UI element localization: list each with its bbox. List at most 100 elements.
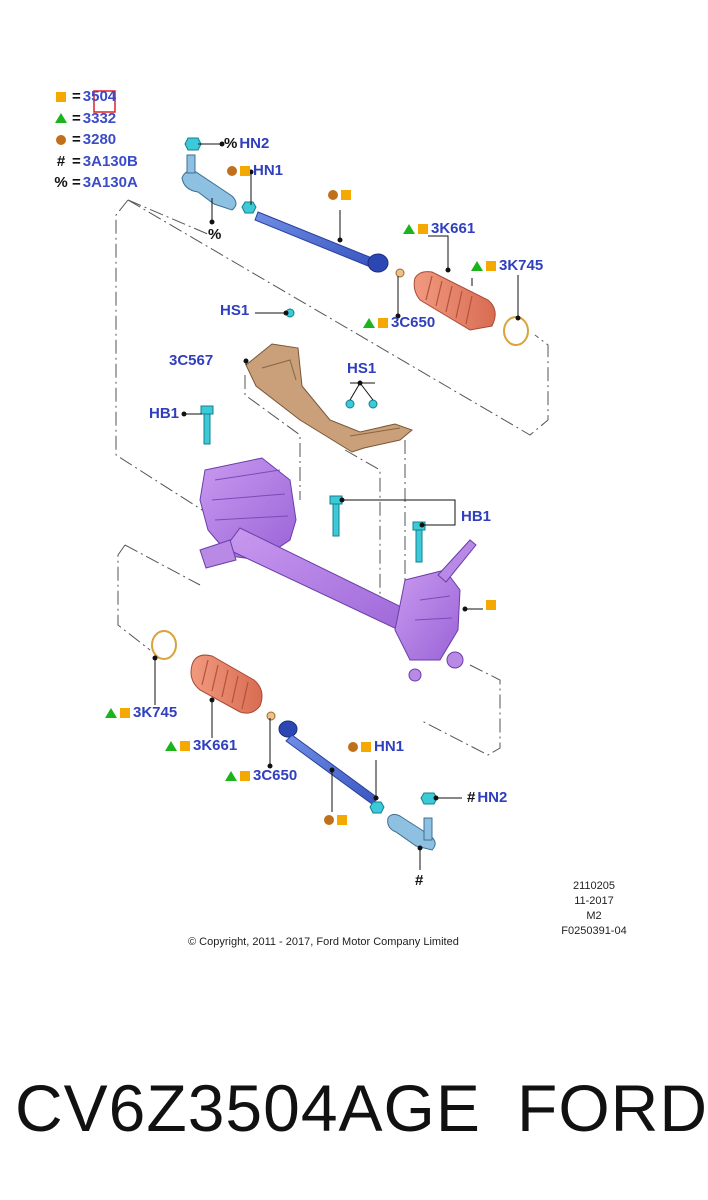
label-hn1-bottom: HN1 (348, 738, 404, 755)
square-icon (341, 190, 351, 200)
label-3k661-top: 3K661 (403, 220, 475, 237)
square-icon (486, 600, 496, 610)
label-code: 3C650 (253, 767, 298, 784)
square-icon (240, 770, 250, 781)
square-icon (486, 260, 496, 271)
label-code: 3C650 (391, 314, 436, 331)
heat-shield (245, 343, 413, 453)
boot-bottom (151, 630, 276, 721)
legend-row-percent: % = 3A130A (50, 172, 138, 194)
meta-line: 11-2017 (574, 895, 614, 907)
inner-tie-rod-bottom (278, 720, 379, 805)
percent-icon: % (54, 174, 68, 191)
meta-line: F0250391-04 (561, 925, 627, 937)
assembly-outline-top (115, 199, 549, 516)
triangle-icon (363, 317, 375, 328)
label-hs1-left: HS1 (220, 302, 250, 319)
tie-rod-end-bottom (387, 813, 436, 851)
label-code: 3K661 (431, 220, 476, 237)
label-hn1-top: HN1 (227, 162, 283, 179)
legend-eq: = (72, 109, 81, 127)
tie-rod-end-top (181, 154, 237, 211)
screw-hs1-mid-a (345, 399, 355, 409)
square-icon (50, 91, 72, 102)
label-square-rack (486, 600, 497, 610)
nut-hn1-bottom (369, 801, 385, 814)
triangle-icon (225, 770, 237, 781)
label-prefix: % (224, 135, 238, 152)
triangle-icon (471, 260, 483, 271)
square-icon (120, 707, 130, 718)
label-prefix: # (467, 789, 476, 806)
legend-code: 3332 (82, 109, 117, 127)
label-code: HN1 (374, 738, 405, 755)
label-3k661-bottom: 3K661 (165, 737, 237, 754)
label-3k745-bottom: 3K745 (105, 704, 177, 721)
square-icon (378, 317, 388, 328)
label-hb1-right: HB1 (461, 508, 492, 525)
legend: = 3504 = 3332 = 3280 # = 3A130B % = 3A13… (50, 86, 138, 194)
legend-code: 3A130A (82, 174, 138, 191)
hash-icon: # (56, 152, 66, 170)
legend-row-square: = 3504 (50, 86, 138, 108)
label-hs1-mid: HS1 (347, 360, 377, 377)
square-icon (180, 740, 190, 751)
triangle-icon (403, 223, 415, 234)
dot-icon (348, 741, 358, 752)
square-icon (240, 165, 250, 176)
legend-row-hash: # = 3A130B (50, 151, 138, 173)
label-hash-mark: # (415, 872, 424, 889)
drawing-metadata: 2110205 11-2017 M2 F0250391-04 (556, 879, 632, 939)
square-icon (337, 815, 347, 825)
boot-top (413, 271, 529, 346)
label-dot-square-top (328, 190, 352, 200)
label-hb1-left: HB1 (149, 405, 180, 422)
meta-line: M2 (586, 910, 602, 922)
bolt-hb1-right (412, 521, 426, 563)
bolt-hb1-left (200, 405, 214, 445)
highlight-box (93, 90, 116, 113)
meta-line: 2110205 (572, 880, 615, 892)
inner-tie-rod-top (254, 211, 405, 278)
label-code: HN2 (239, 135, 270, 152)
label-hn2-top: %HN2 (224, 135, 269, 152)
triangle-icon (105, 707, 117, 718)
dot-icon (50, 134, 72, 145)
nut-hn2-bottom (420, 792, 438, 805)
label-percent-mark: % (208, 226, 222, 243)
legend-eq: = (72, 174, 81, 191)
label-3c650-bottom: 3C650 (225, 767, 297, 784)
square-icon (418, 223, 428, 234)
label-3c567: 3C567 (169, 352, 214, 369)
label-code: HN2 (477, 789, 508, 806)
label-code: 3K745 (133, 704, 178, 721)
label-code: 3K745 (499, 257, 544, 274)
legend-code: 3A130B (82, 152, 138, 170)
copyright-text: © Copyright, 2011 - 2017, Ford Motor Com… (188, 936, 459, 948)
triangle-icon (50, 113, 72, 124)
nut-hn1-top (241, 201, 257, 214)
shield-outline (244, 375, 406, 600)
label-3k745-top: 3K745 (471, 257, 543, 274)
assembly-outline-bottom (117, 544, 501, 756)
dot-icon (328, 190, 338, 200)
label-code: HN1 (253, 162, 284, 179)
dot-icon (324, 815, 334, 825)
leader-dots (152, 141, 521, 851)
part-number: CV6Z3504AGE (15, 1071, 481, 1145)
screw-hs1-mid-b (368, 399, 378, 409)
steering-rack (199, 457, 477, 682)
legend-code: 3280 (82, 131, 117, 148)
label-dot-square-bottom (324, 815, 348, 825)
legend-row-triangle: = 3332 (50, 108, 138, 130)
dot-icon (227, 165, 237, 176)
label-code: 3K661 (193, 737, 238, 754)
legend-eq: = (72, 88, 81, 105)
brand-name: FORD (517, 1071, 708, 1145)
legend-eq: = (72, 152, 81, 170)
legend-code: 3504 (82, 88, 117, 105)
leader-lines (154, 143, 519, 870)
label-hn2-bottom: #HN2 (467, 789, 507, 806)
legend-row-dot: = 3280 (50, 129, 138, 151)
